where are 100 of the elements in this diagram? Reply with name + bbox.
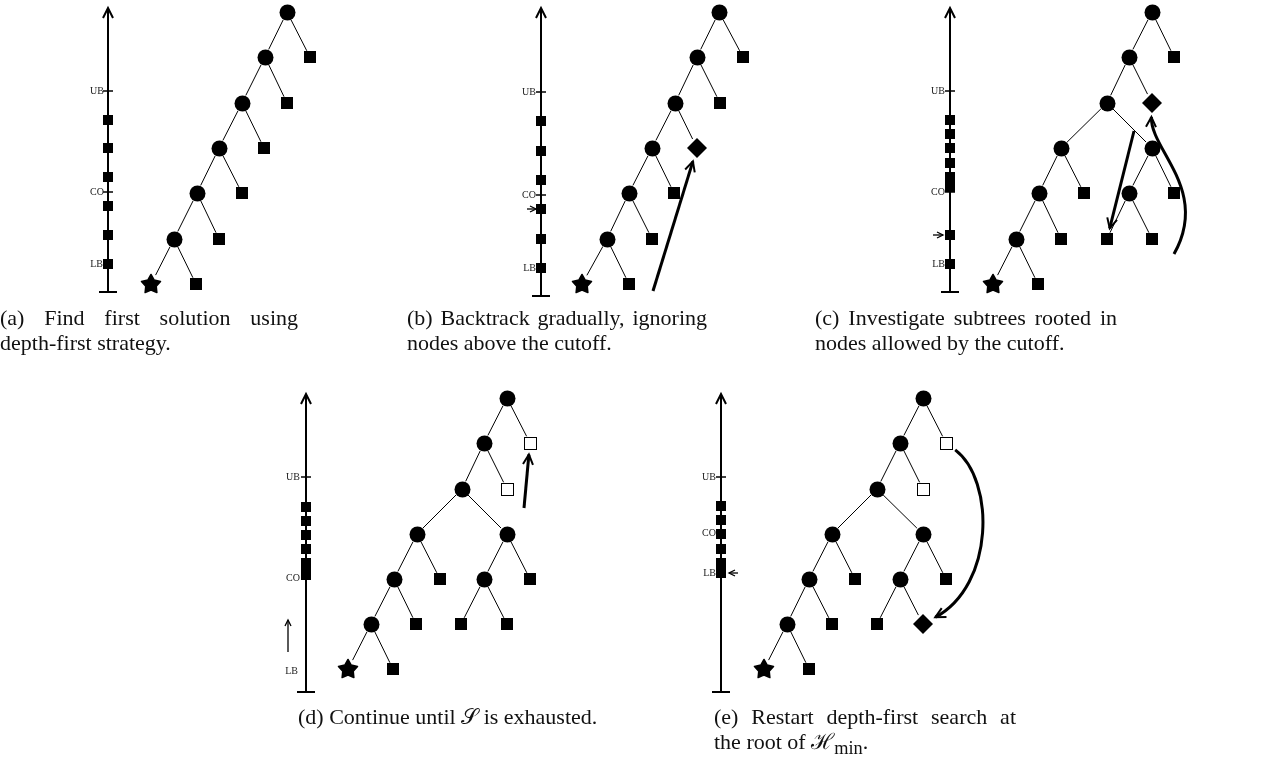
- diamond-node: [913, 614, 933, 634]
- tree-edge: [835, 541, 853, 574]
- tree-edge: [200, 200, 217, 234]
- tree-edge: [926, 405, 944, 437]
- circle-node: [891, 570, 909, 588]
- tree-edge: [487, 586, 505, 619]
- tree-edge: [768, 631, 784, 661]
- tree-edge: [610, 200, 626, 232]
- circle-node: [1052, 139, 1070, 157]
- circle-node: [914, 389, 932, 407]
- axis-label: CO: [90, 187, 104, 197]
- tree-edge: [1019, 246, 1036, 279]
- tree-edge: [926, 541, 944, 574]
- square-node: [213, 233, 225, 245]
- circle-node: [498, 389, 516, 407]
- axis-label: LB: [932, 259, 945, 269]
- tree-edge: [790, 586, 806, 617]
- star-node: [338, 659, 358, 679]
- square-node: [826, 618, 838, 630]
- tree-edge: [1109, 200, 1126, 234]
- circle-node: [1098, 94, 1116, 112]
- tree-edge: [1132, 155, 1149, 186]
- tree-edge: [374, 631, 391, 664]
- tree-edge: [903, 586, 919, 616]
- axis-label: LB: [285, 666, 298, 676]
- square-node: [524, 573, 536, 585]
- tree-edge: [610, 246, 627, 279]
- hollow-square-node: [916, 482, 930, 496]
- square-node: [737, 51, 749, 63]
- tree-edge: [722, 19, 741, 52]
- circle-node: [1143, 3, 1161, 21]
- tree-edge: [467, 494, 502, 529]
- axis-label: CO: [522, 190, 536, 200]
- square-node: [190, 278, 202, 290]
- arrow: [934, 448, 985, 619]
- circle-node: [778, 615, 796, 633]
- hollow-square-node: [523, 436, 537, 450]
- square-node: [501, 618, 513, 630]
- circle-node: [891, 434, 909, 452]
- circle-node: [688, 48, 706, 66]
- tree-edge: [268, 64, 285, 98]
- tree-edge: [903, 405, 920, 436]
- tree-edge: [268, 19, 284, 50]
- figure-caption: (a) Find first solution using depth-first strategy.: [0, 305, 298, 355]
- tree-edge: [290, 19, 308, 52]
- tree-edge: [700, 64, 718, 98]
- tree-edge: [463, 586, 481, 619]
- square-node: [1032, 278, 1044, 290]
- tree-edge: [880, 450, 897, 482]
- circle-node: [620, 184, 638, 202]
- square-node: [1168, 187, 1180, 199]
- star-node: [754, 659, 774, 679]
- tree-edge: [1155, 19, 1172, 52]
- tree-edge: [655, 155, 672, 188]
- tree-edge: [397, 586, 414, 619]
- square-node: [387, 663, 399, 675]
- tree-edge: [222, 110, 239, 141]
- tree-edge: [903, 450, 921, 483]
- axis-label: UB: [90, 86, 104, 96]
- square-node: [871, 618, 883, 630]
- tree-edge: [1155, 155, 1172, 188]
- circle-node: [1143, 139, 1161, 157]
- tree-edge: [374, 586, 391, 617]
- square-node: [714, 97, 726, 109]
- tree-edge: [245, 110, 262, 143]
- tree-edge: [420, 541, 438, 574]
- circle-node: [165, 230, 183, 248]
- tree-edge: [422, 494, 457, 529]
- arrow: [651, 160, 696, 292]
- tree-edge: [487, 541, 504, 572]
- tree-edge: [510, 405, 528, 437]
- square-node: [646, 233, 658, 245]
- tree-edge: [155, 246, 171, 276]
- axis-label: CO: [931, 187, 945, 197]
- circle-node: [666, 94, 684, 112]
- figure-caption: (d) Continue until 𝒮 is exhausted.: [298, 704, 598, 729]
- axis-label: LB: [703, 568, 716, 578]
- circle-node: [1007, 230, 1025, 248]
- figure-caption: (b) Backtrack gradually, ignoring nodes above the cutoff.: [407, 305, 707, 355]
- circle-node: [800, 570, 818, 588]
- circle-node: [233, 94, 251, 112]
- square-node: [455, 618, 467, 630]
- circle-node: [188, 184, 206, 202]
- circle-node: [362, 615, 380, 633]
- tree-edge: [177, 246, 194, 279]
- tree-edge: [1132, 200, 1150, 234]
- circle-node: [475, 434, 493, 452]
- square-node: [1168, 51, 1180, 63]
- square-node: [281, 97, 293, 109]
- tree-edge: [903, 541, 920, 572]
- square-node: [236, 187, 248, 199]
- circle-node: [868, 480, 886, 498]
- diamond-node: [687, 138, 707, 158]
- square-node: [623, 278, 635, 290]
- tree-edge: [177, 200, 194, 232]
- circle-node: [1120, 48, 1138, 66]
- square-node: [434, 573, 446, 585]
- square-node: [803, 663, 815, 675]
- tree-edge: [837, 494, 872, 529]
- tree-edge: [1064, 155, 1082, 188]
